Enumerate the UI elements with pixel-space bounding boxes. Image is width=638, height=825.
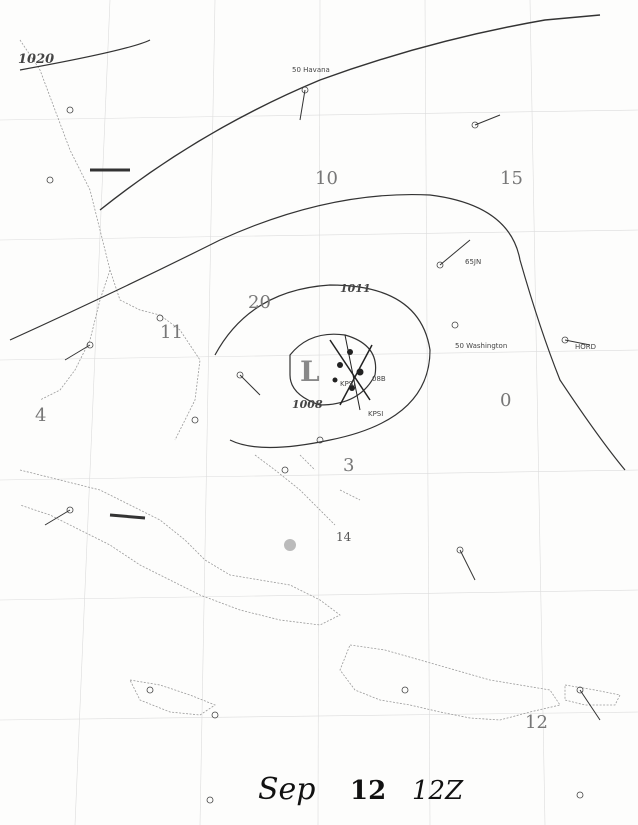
station-label-havana: 50 Havana	[292, 66, 330, 74]
isobars	[9, 14, 626, 471]
station-label-washington: 50 Washington	[455, 342, 508, 350]
isobar-label-1020: 1020	[18, 52, 55, 67]
coastlines	[19, 39, 621, 721]
station-label-kpsi-1: KPSI	[340, 380, 356, 388]
tendency-12: 12	[525, 712, 548, 733]
station-label-hord: HORD	[575, 343, 597, 351]
caption-time: 12Z	[412, 776, 464, 806]
florida	[39, 269, 111, 401]
tendency-15: 15	[500, 168, 523, 189]
tendency-14: 14	[336, 530, 352, 544]
tendency-3: 3	[343, 455, 355, 476]
hispaniola	[339, 644, 561, 721]
jamaica	[129, 679, 216, 716]
tendency-4: 4	[35, 405, 47, 426]
low-pressure-center-label: L	[300, 355, 320, 388]
station-label-kpsi-2: KPSI	[368, 410, 384, 418]
station-plots	[46, 86, 584, 804]
tendency-11: 11	[160, 322, 183, 343]
tendency-0: 0	[500, 390, 512, 411]
puerto-rico	[564, 684, 621, 706]
storm-center-cluster	[329, 334, 373, 411]
tendency-10: 10	[315, 168, 338, 189]
tendency-20: 20	[248, 292, 271, 313]
wind-barbs	[44, 89, 601, 721]
station-label-08b: 08B	[372, 375, 386, 383]
caption-month: Sep	[258, 772, 316, 807]
us-east-coast	[19, 39, 201, 441]
caption-day: 12	[350, 776, 387, 806]
isobar-label-1011: 1011	[340, 282, 371, 295]
isobar-label-1008: 1008	[292, 398, 323, 411]
isobar-1008-line	[289, 333, 377, 406]
isobar-1011-line	[214, 284, 431, 449]
bahamas-islands	[254, 454, 361, 526]
station-label-65jn: 65JN	[465, 258, 482, 266]
isobar-outer	[9, 193, 626, 471]
frontal-line	[99, 14, 601, 211]
isobar-1020-line	[19, 39, 151, 71]
